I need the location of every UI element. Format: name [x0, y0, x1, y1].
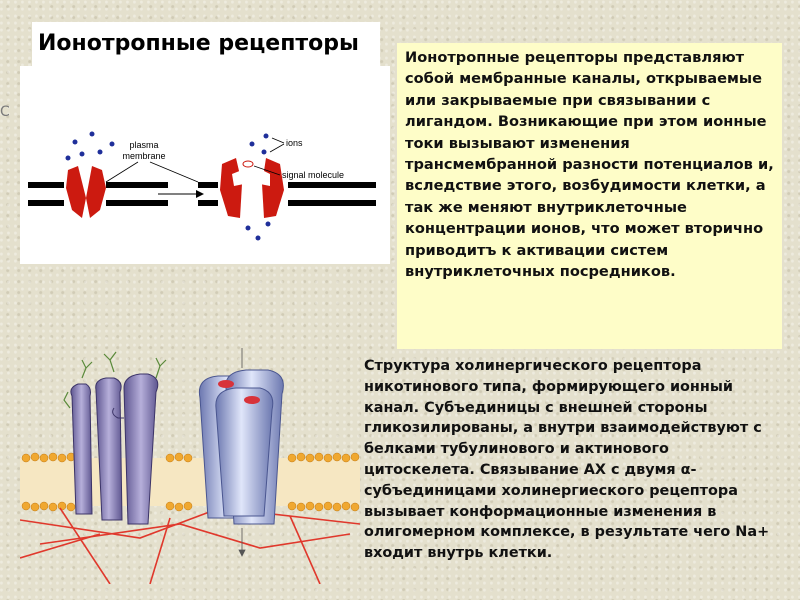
cytoskeleton — [20, 507, 360, 584]
signal-molecule-label: signal molecule — [282, 170, 344, 180]
receptor-subunits-purple — [70, 373, 159, 525]
ion-channel-svg: plasma membrane ions signal molecule — [28, 131, 376, 241]
open-channel — [218, 158, 288, 218]
receptor-svg — [20, 348, 360, 584]
ions-label: ions — [286, 138, 303, 148]
ion-channel-diagram: plasma membrane ions signal molecule — [20, 66, 390, 264]
receptor-subunits-blue — [198, 369, 284, 525]
side-letter: C — [0, 104, 10, 120]
ions-left — [65, 131, 115, 161]
receptor-structure-figure — [20, 348, 360, 584]
ions-right — [245, 133, 271, 241]
lipid-bilayer — [20, 452, 360, 512]
closed-channel — [64, 166, 106, 218]
plasma-label: plasma — [129, 140, 158, 150]
info-text-box: Ионотропные рецепторы представляют собой… — [397, 43, 782, 349]
receptor-caption: Структура холинергического рецептора ник… — [364, 358, 770, 562]
slide-title: Ионотропные рецепторы — [32, 22, 380, 66]
membrane-label: membrane — [122, 151, 165, 161]
transition-arrow — [158, 190, 204, 198]
ion-flow-arrows — [238, 348, 246, 557]
glycosylation — [63, 351, 167, 409]
ach-binding-sites — [218, 380, 260, 404]
signal-molecule — [242, 160, 254, 168]
